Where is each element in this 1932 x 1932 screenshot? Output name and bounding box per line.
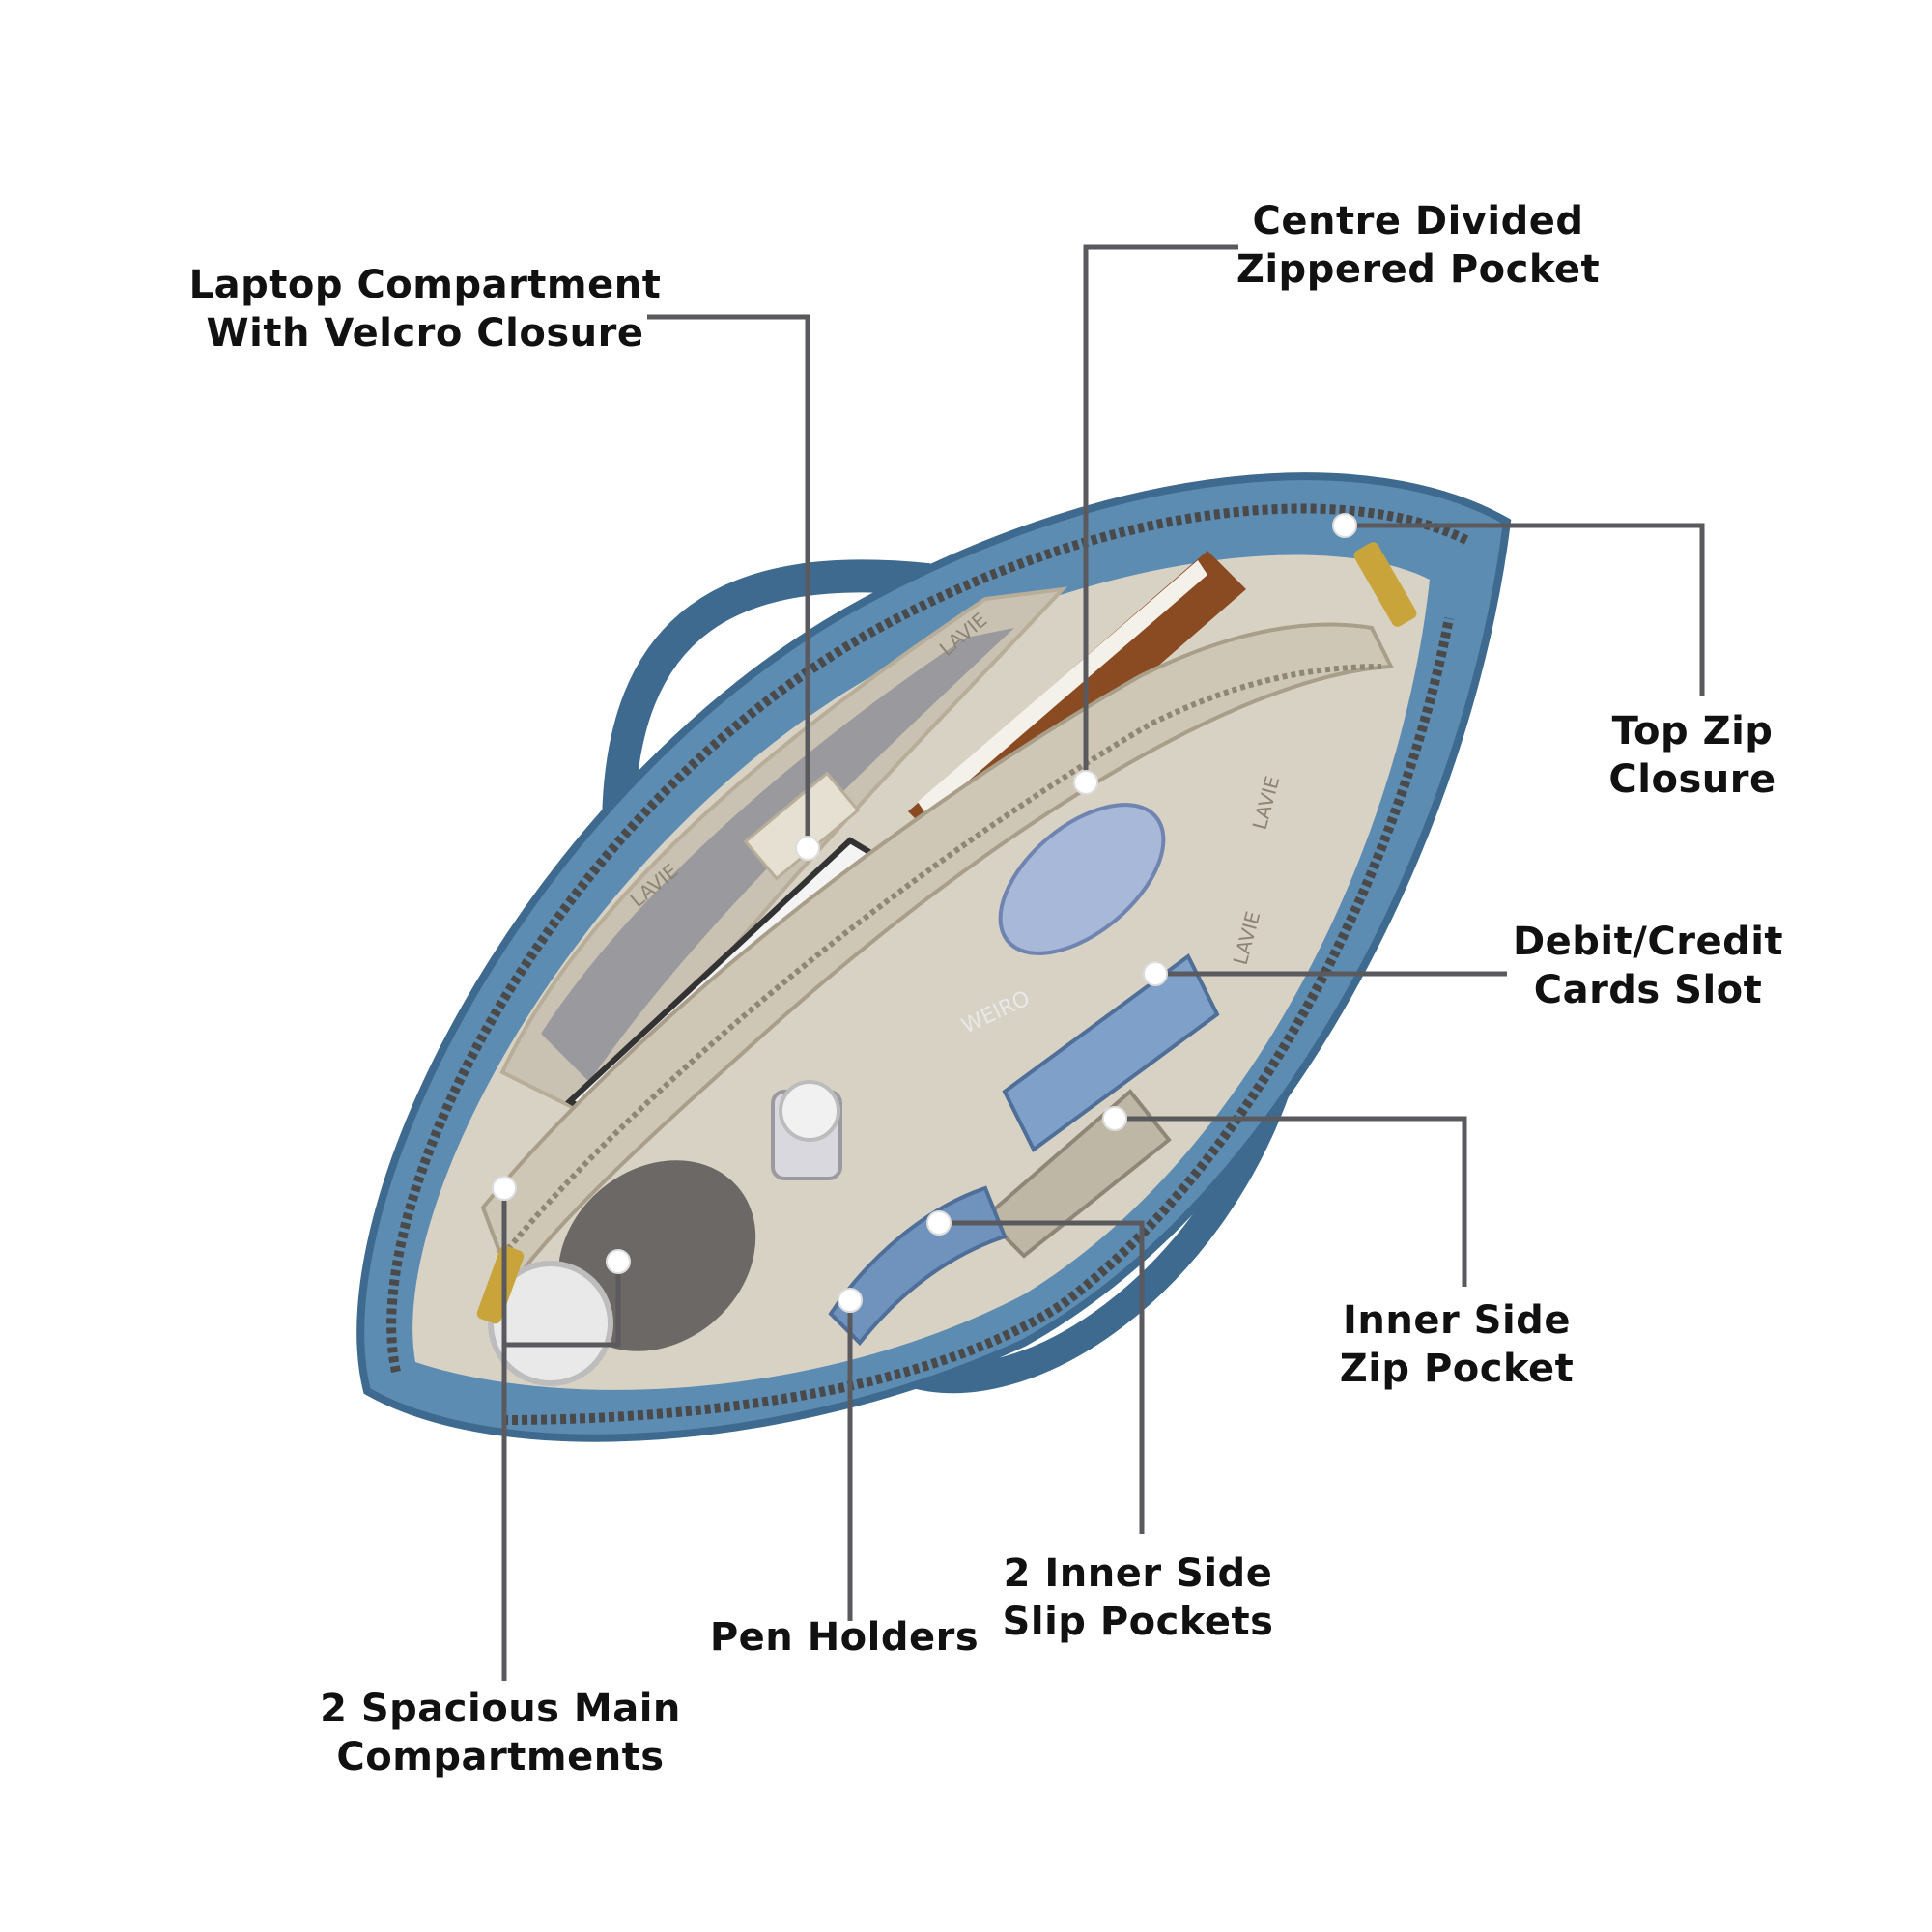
callout-centre-divided-pocket: Centre Divided Zippered Pocket xyxy=(1236,197,1600,294)
callout-inner-side-zip-pocket: Inner Side Zip Pocket xyxy=(1340,1296,1575,1393)
bottom-zipper-track xyxy=(501,617,1454,1425)
dot-inner-side-slip-pockets xyxy=(926,1210,952,1236)
dot-debit-credit-cards xyxy=(1143,961,1168,986)
leader-main-compartments-branch xyxy=(504,1262,621,1348)
callout-line: Compartments xyxy=(336,1735,665,1779)
top-zipper-pull xyxy=(1353,542,1417,627)
pocket-zipper-pull xyxy=(476,1245,525,1324)
brown-notebook-pages xyxy=(918,560,1208,816)
card-wallet xyxy=(1002,952,1220,1153)
centre-divided-pocket-panel xyxy=(480,622,1395,1290)
water-bottle-cap xyxy=(488,1261,613,1386)
callout-line: Laptop Compartment xyxy=(188,263,662,307)
top-zipper-track xyxy=(386,503,1471,1374)
dot-centre-divided-pocket xyxy=(1073,770,1098,795)
callout-line: Slip Pockets xyxy=(1002,1600,1274,1644)
dot-pen-holders xyxy=(838,1288,863,1313)
dot-top-zip-closure xyxy=(1332,513,1357,538)
callout-line: Pen Holders xyxy=(709,1615,980,1660)
callout-inner-side-slip-pockets: 2 Inner Side Slip Pockets xyxy=(1003,1549,1274,1646)
callout-line: Centre Divided xyxy=(1252,199,1584,243)
callout-pen-holders: Pen Holders xyxy=(710,1613,979,1662)
dot-inner-side-zip-pocket xyxy=(1102,1106,1127,1131)
centre-pocket-zipper xyxy=(499,664,1382,1258)
callout-main-compartments: 2 Spacious Main Compartments xyxy=(320,1685,681,1781)
callout-top-zip-closure: Top Zip Closure xyxy=(1608,707,1776,804)
callout-line: Debit/Credit xyxy=(1512,920,1784,964)
dot-laptop-compartment xyxy=(795,836,820,861)
callout-line: Zippered Pocket xyxy=(1236,247,1601,292)
dot-main-compartments-1 xyxy=(492,1176,517,1201)
bag-handle-front xyxy=(894,1048,1299,1394)
callout-line: Top Zip xyxy=(1611,709,1774,753)
callout-debit-credit-cards: Debit/Credit Cards Slot xyxy=(1513,918,1783,1014)
callout-laptop-compartment: Laptop Compartment With Velcro Closure xyxy=(189,261,662,357)
callout-line: Cards Slot xyxy=(1533,968,1763,1012)
callout-line: 2 Spacious Main xyxy=(320,1687,681,1731)
dot-main-compartments-2 xyxy=(606,1249,631,1274)
perfume-cap xyxy=(779,1080,840,1142)
inner-side-zip-pocket-panel xyxy=(982,1089,1172,1259)
callout-line: 2 Inner Side xyxy=(1003,1551,1273,1596)
callout-line: Closure xyxy=(1608,757,1776,802)
slip-pocket-panel xyxy=(828,1185,1008,1346)
leader-lines xyxy=(501,244,1705,1681)
leader-centre-divided-pocket xyxy=(1083,244,1238,782)
anchor-dots xyxy=(492,513,1357,1313)
leader-laptop-compartment xyxy=(647,314,810,848)
leader-top-zip-closure xyxy=(1345,523,1705,696)
callout-line: Inner Side xyxy=(1343,1298,1571,1343)
bag-handle-back xyxy=(602,559,944,847)
leader-inner-side-zip-pocket xyxy=(1115,1116,1467,1287)
callout-line: Zip Pocket xyxy=(1339,1347,1575,1391)
coin-pouch xyxy=(998,803,1166,955)
leader-inner-side-slip-pockets xyxy=(939,1220,1145,1534)
callout-line: With Velcro Closure xyxy=(206,311,644,355)
